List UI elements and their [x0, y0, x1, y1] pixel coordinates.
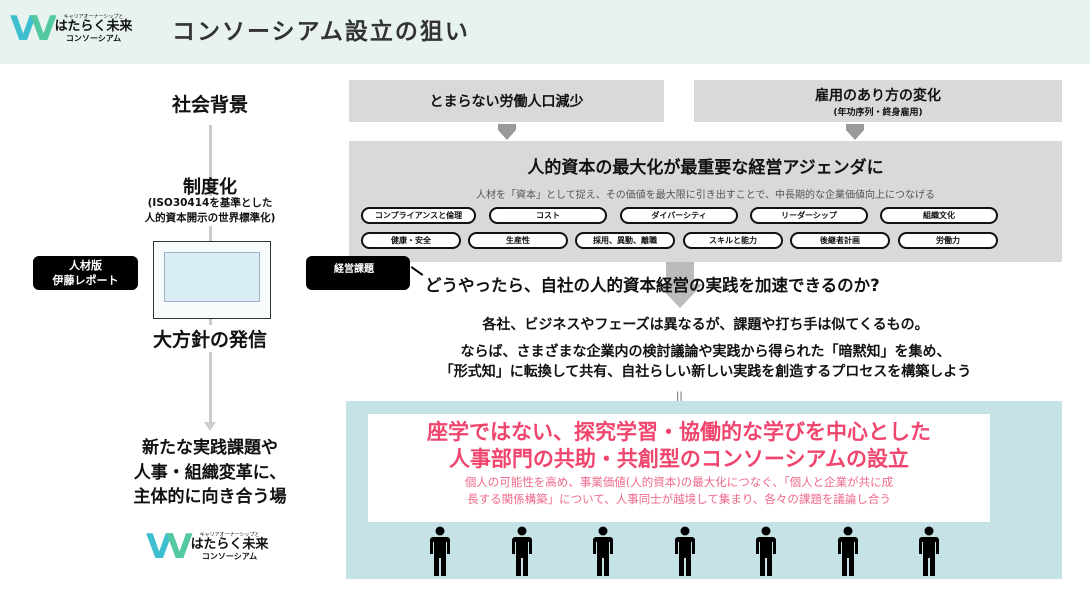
pill-culture: 組織文化	[880, 207, 998, 224]
institution-note: (ISO30414を基準とした 人的資本開示の世界標準化)	[100, 196, 320, 227]
box-sub: (年功序列・終身雇用)	[833, 107, 923, 118]
report-thumbnail	[153, 241, 271, 319]
issue-label: 経営課題	[306, 256, 410, 290]
goal-line: 主体的に向き合う場	[133, 487, 287, 508]
policy-announcement: 大方針の発信	[100, 325, 320, 352]
report-callout: 人材版 伊藤レポート	[33, 256, 138, 290]
equals-sign: ||	[676, 391, 683, 402]
arrow-down-icon	[846, 130, 864, 140]
issue-question: どうやったら、自社の人的資本経営の実践を加速できるのか?	[425, 276, 880, 295]
callout-line: 人材版	[69, 258, 102, 272]
pill-diversity: ダイバーシティ	[620, 207, 738, 224]
person-icon	[591, 526, 615, 576]
institution-note-line: 人的資本開示の世界標準化)	[144, 212, 276, 225]
message-line: 「形式知」に転換して共有、自社らしい新しい実践を創造するプロセスを構築しよう	[439, 364, 972, 381]
issue-label-text: 経営課題	[334, 264, 374, 275]
logo-sub: コンソーシアム	[65, 33, 122, 43]
box-title: 雇用のあり方の変化	[815, 87, 941, 104]
message-line: ならば、さまざまな企業内の検討議論や実践から得られた「暗黙知」を集め、	[460, 344, 951, 360]
labor-decline-box: とまらない労働人口減少	[349, 80, 664, 122]
timeline-arrow-icon	[204, 422, 216, 431]
logo-bottom: VV キャリアオーナーシップと はたらく未来 コンソーシアム	[146, 530, 268, 564]
arrow-down-icon	[498, 130, 516, 140]
logo-tagline: キャリアオーナーシップと	[63, 13, 124, 20]
page-title: コンソーシアム設立の狙い	[172, 19, 470, 45]
person-icon	[836, 526, 860, 576]
callout-line: 伊藤レポート	[52, 274, 119, 287]
box-title: とまらない労働人口減少	[429, 94, 584, 110]
logo-mark-icon: VV	[10, 9, 57, 49]
goal-line: 新たな実践課題や	[142, 438, 278, 458]
logo-mark-icon: VV	[146, 527, 193, 567]
header	[0, 0, 1090, 64]
logo-name: はたらく未来	[190, 537, 269, 553]
pill-health: 健康・安全	[361, 232, 461, 249]
logo-sub: コンソーシアム	[201, 551, 258, 561]
desc-line: 個人の可能性を高め、事業価値(人的資本)の最大化につなぐ、「個人と企業が共に成	[464, 474, 894, 489]
person-icon	[917, 526, 941, 576]
big-arrow-shaft	[666, 262, 694, 284]
goal-text: 新たな実践課題や 人事・組織変革に、 主体的に向き合う場	[100, 436, 320, 510]
institution-note-line: (ISO30414を基準とした	[147, 197, 273, 209]
message-body: ならば、さまざまな企業内の検討議論や実践から得られた「暗黙知」を集め、 「形式知…	[349, 342, 1062, 383]
pill-skills: スキルと能力	[683, 232, 783, 249]
pill-hiring: 採用、異動、離職	[575, 232, 675, 249]
person-icon	[754, 526, 778, 576]
logo-tagline: キャリアオーナーシップと	[199, 531, 260, 538]
agenda-desc: 人材を「資本」として捉え、その価値を最大限に引き出すことで、中長期的な企業価値向…	[476, 190, 935, 201]
pill-productivity: 生産性	[468, 232, 568, 249]
message-line-1: 各社、ビジネスやフェーズは異なるが、課題や打ち手は似てくるもの。	[482, 317, 929, 333]
headline-line: 座学ではない、探究学習・協働的な学びを中心とした	[427, 420, 931, 444]
person-icon	[428, 526, 452, 576]
agenda-box: 人的資本の最大化が最重要な経営アジェンダに 人材を「資本」として捉え、その価値を…	[349, 141, 1062, 262]
pill-compliance: コンプライアンスと倫理	[361, 207, 476, 224]
logo-name: はたらく未来	[54, 19, 133, 35]
pill-workforce: 労働力	[898, 232, 998, 249]
social-background: 社会背景	[110, 90, 310, 117]
big-arrow-down-icon	[657, 284, 703, 308]
logo: VV キャリアオーナーシップと はたらく未来 コンソーシアム	[10, 12, 132, 46]
pill-leadership: リーダーシップ	[750, 207, 868, 224]
person-icon	[510, 526, 534, 576]
pill-cost: コスト	[489, 207, 607, 224]
headline-line: 人事部門の共助・共創型のコンソーシアムの設立	[448, 447, 910, 472]
institutionalization: 制度化	[183, 177, 237, 198]
pill-succession: 後継者計画	[790, 232, 890, 249]
employment-change-box: 雇用のあり方の変化 (年功序列・終身雇用)	[694, 80, 1062, 122]
desc-line: 長する関係構築」について、人事同士が越境して集まり、各々の課題を議論し合う	[467, 492, 891, 507]
goal-line: 人事・組織変革に、	[133, 462, 287, 483]
consortium-statement: 座学ではない、探究学習・協働的な学びを中心とした 人事部門の共助・共創型のコンソ…	[368, 414, 990, 522]
person-icon	[673, 526, 697, 576]
agenda-title: 人的資本の最大化が最重要な経営アジェンダに	[527, 158, 884, 178]
